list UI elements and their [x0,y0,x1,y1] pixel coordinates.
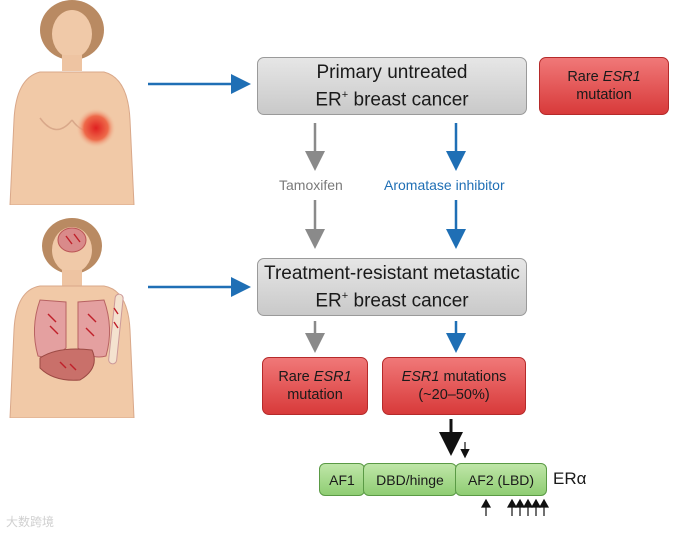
resistant-cancer-box: Treatment-resistant metastatic ER+ breas… [257,258,527,316]
primary-cancer-box: Primary untreated ER+ breast cancer [257,57,527,115]
primary-er: ER [315,89,342,111]
resistant-er: ER [315,290,342,312]
rare-bottom-gene: ESR1 [313,369,352,385]
primary-line1: Primary untreated [316,61,468,83]
rare-top-line1: Rare ESR1 [567,68,640,86]
primary-er-sup: + [341,88,349,101]
esr1-suffix: mutations [439,369,507,385]
rare-bottom-line1: Rare ESR1 [278,368,351,386]
patient-figure-primary-icon [9,0,135,205]
watermark: 大数跨境 [6,515,55,529]
primary-suffix: breast cancer [348,89,469,111]
resistant-line2: ER+ breast cancer [315,285,468,312]
rare-top-gene: ESR1 [602,69,641,85]
mutation-site-arrows [480,498,550,516]
esr1-gene: ESR1 [401,369,440,385]
rare-esr1-top-box: Rare ESR1 mutation [539,57,669,115]
rare-top-line2: mutation [576,87,632,103]
domain-af2-lbd: AF2 (LBD) [455,463,547,496]
domain-dbd-hinge: DBD/hinge [363,463,457,496]
tamoxifen-label: Tamoxifen [279,177,343,193]
esr1-line2: (~20–50%) [418,387,490,403]
domain-af1: AF1 [319,463,365,496]
protein-label: ERα [553,469,587,488]
primary-line2: ER+ breast cancer [315,84,468,111]
resistant-er-sup: + [341,289,349,302]
resistant-suffix: breast cancer [348,290,469,312]
aromatase-label: Aromatase inhibitor [384,177,505,193]
resistant-line1: Treatment-resistant metastatic [264,262,520,284]
patient-figure-metastatic-icon [9,218,135,418]
rare-esr1-bottom-box: Rare ESR1 mutation [262,357,368,415]
rare-bottom-line2: mutation [287,387,343,403]
rare-bottom-prefix: Rare [278,369,314,385]
esr1-line1: ESR1 mutations [402,368,507,386]
esr1-mutations-box: ESR1 mutations (~20–50%) [382,357,526,415]
rare-top-prefix: Rare [567,69,603,85]
